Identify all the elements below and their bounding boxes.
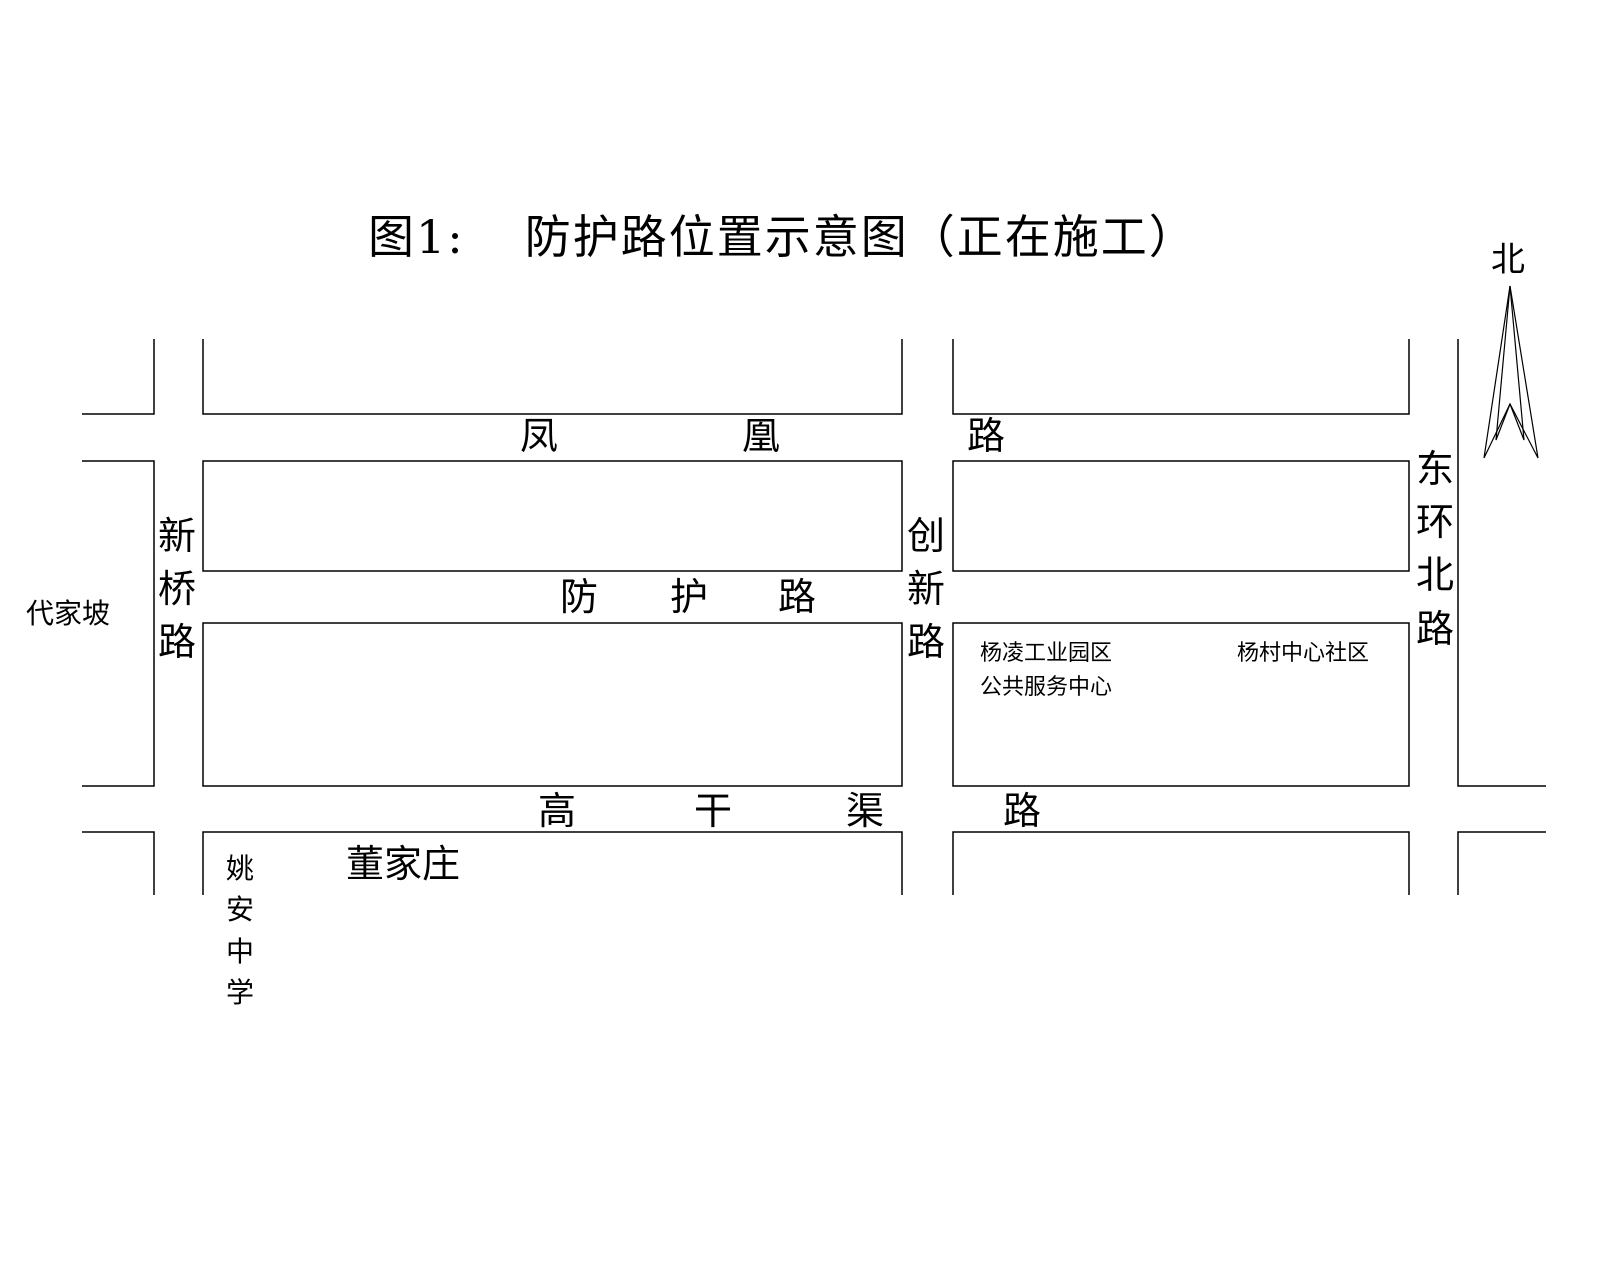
place-yangcun-community: 杨村中心社区 xyxy=(1237,641,1370,666)
road-label-chuangxin: 创新路 xyxy=(906,514,945,665)
block-bottom-mid xyxy=(202,831,903,895)
road-label-fenghuang-1: 凤 xyxy=(520,414,559,458)
road-label-fenghuang-2: 凰 xyxy=(742,414,781,458)
block-bottom-right xyxy=(952,831,1410,895)
map-title: 图1:防护路位置示意图（正在施工） xyxy=(368,214,1197,260)
block-bottom-far-right-edge xyxy=(1457,831,1546,895)
road-label-gaoganqu-2: 干 xyxy=(694,789,733,833)
road-label-gaoganqu-1: 高 xyxy=(538,789,577,833)
road-label-xinqiao: 新桥路 xyxy=(157,514,196,665)
road-label-fanghu-3: 路 xyxy=(778,575,817,619)
road-label-gaoganqu-4: 路 xyxy=(1003,789,1042,833)
block-right-row3 xyxy=(952,622,1410,787)
figure-caption: 防护路位置示意图（正在施工） xyxy=(524,210,1197,264)
road-label-fanghu-2: 护 xyxy=(670,575,709,619)
block-bottom-left-edge xyxy=(82,831,155,895)
place-yaoan-school: 姚安中学 xyxy=(225,852,254,1010)
block-top-mid xyxy=(202,339,903,415)
block-far-right-edge-row2 xyxy=(1457,414,1546,787)
road-label-donghuanbei: 东环北路 xyxy=(1415,447,1454,651)
figure-number: 图1: xyxy=(368,210,465,264)
road-label-fanghu-1: 防 xyxy=(560,575,599,619)
place-yangling-park-line2: 公共服务中心 xyxy=(980,675,1113,700)
place-dongjiazhuang: 董家庄 xyxy=(346,842,461,886)
block-left-edge-row2 xyxy=(82,460,155,787)
place-daijiapo: 代家坡 xyxy=(26,597,111,630)
block-mid-row2 xyxy=(202,460,903,572)
block-right-row2 xyxy=(952,460,1410,572)
block-top-right xyxy=(952,339,1410,415)
north-label: 北 xyxy=(1491,240,1525,280)
block-mid-row3 xyxy=(202,622,903,787)
road-label-gaoganqu-3: 渠 xyxy=(846,789,885,833)
north-arrow-icon xyxy=(1483,285,1539,459)
block-top-left-edge xyxy=(82,339,155,415)
place-yangling-park-line1: 杨凌工业园区 xyxy=(980,641,1113,666)
road-label-fenghuang-3: 路 xyxy=(967,414,1006,458)
